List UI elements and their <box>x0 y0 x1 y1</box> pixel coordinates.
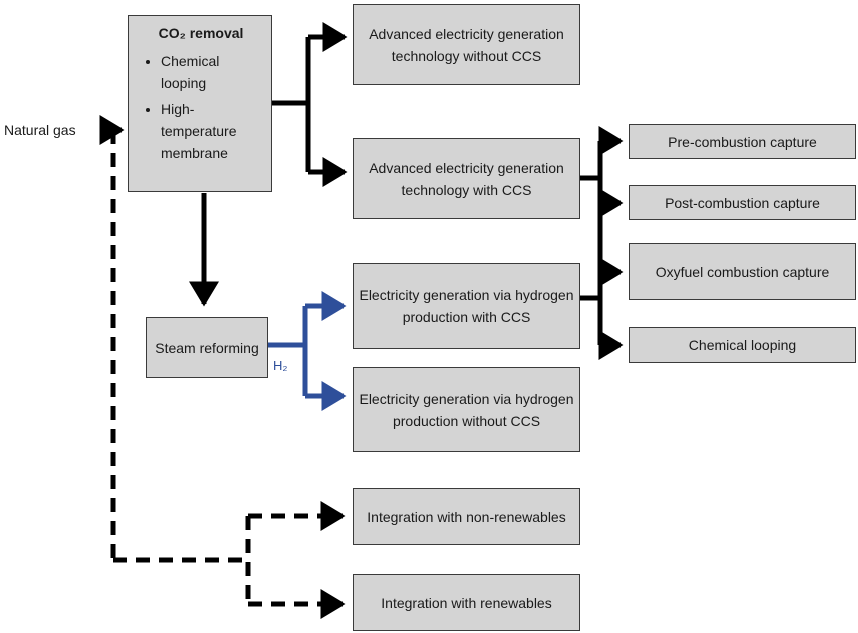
pre-combustion-box: Pre-combustion capture <box>629 124 856 159</box>
generation-with-ccs-box: Advanced electricity generation technolo… <box>353 138 580 219</box>
co2-removal-box: CO₂ removal Chemical looping High-temper… <box>128 15 272 192</box>
natural-gas-label: Natural gas <box>4 122 76 138</box>
chemical-looping-box: Chemical looping <box>629 327 856 363</box>
non-renewables-label: Integration with non-renewables <box>367 508 566 525</box>
hydrogen-with-ccs-box: Electricity generation via hydrogen prod… <box>353 263 580 349</box>
co2-removal-list: Chemical looping High-temperature membra… <box>139 50 263 164</box>
generation-without-ccs-label: Advanced electricity generation technolo… <box>369 25 564 64</box>
hydrogen-without-ccs-label: Electricity generation via hydrogen prod… <box>359 390 574 429</box>
generation-without-ccs-box: Advanced electricity generation technolo… <box>353 4 580 85</box>
integration-dashed-arrows <box>110 130 346 619</box>
hydrogen-arrows <box>268 291 347 411</box>
hydrogen-without-ccs-box: Electricity generation via hydrogen prod… <box>353 367 580 452</box>
generation-with-ccs-label: Advanced electricity generation technolo… <box>369 159 564 198</box>
co2-removal-title: CO₂ removal <box>158 25 244 41</box>
post-combustion-label: Post-combustion capture <box>665 194 820 211</box>
h2-label: H₂ <box>273 358 288 373</box>
co2-to-generation-arrows <box>272 22 348 187</box>
chemical-looping-label: Chemical looping <box>688 337 797 353</box>
capture-arrows <box>580 126 624 360</box>
renewables-box: Integration with renewables <box>353 574 580 631</box>
steam-reforming-box: Steam reforming <box>146 317 268 378</box>
pre-combustion-label: Pre-combustion capture <box>668 133 817 150</box>
oxyfuel-label: Oxyfuel combustion capture <box>655 263 830 280</box>
hydrogen-with-ccs-label: Electricity generation via hydrogen prod… <box>359 287 574 325</box>
list-item: Chemical looping <box>161 50 263 94</box>
non-renewables-box: Integration with non-renewables <box>353 488 580 545</box>
list-item: High-temperature membrane <box>161 98 263 164</box>
post-combustion-box: Post-combustion capture <box>629 185 856 220</box>
renewables-label: Integration with renewables <box>381 594 552 611</box>
oxyfuel-box: Oxyfuel combustion capture <box>629 243 856 300</box>
steam-reforming-label: Steam reforming <box>155 339 259 356</box>
